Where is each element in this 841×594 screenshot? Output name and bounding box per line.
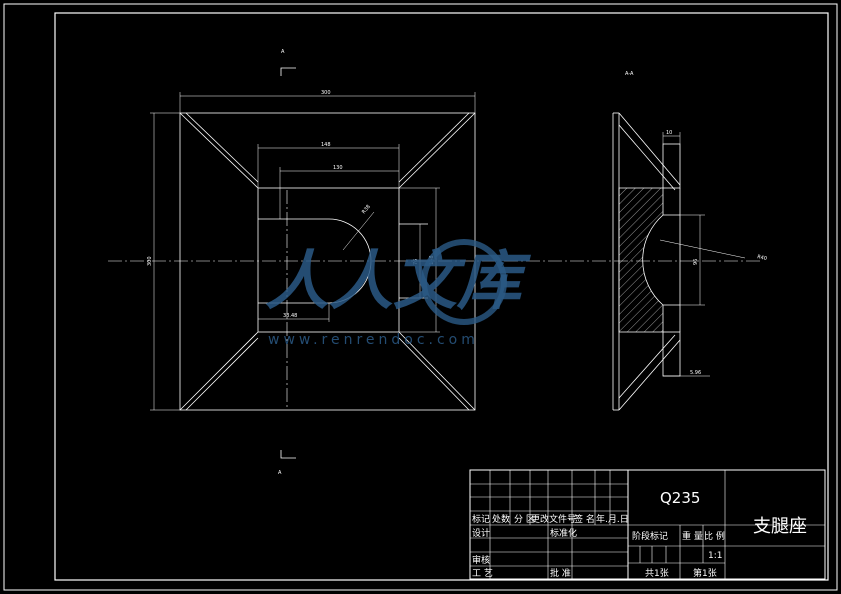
dim-radius: R38: [361, 204, 372, 215]
plan-view: [108, 67, 760, 459]
tb-row-label-0: 标记: [472, 513, 490, 525]
part-name: 支腿座: [753, 516, 807, 537]
watermark: 人人文库 www.renrendoc.com: [265, 239, 532, 348]
tb-sheet-no: 第1张: [693, 567, 717, 579]
section-view: [612, 112, 746, 411]
tb-design-label: 设计: [472, 527, 490, 539]
watermark-brand: 人人文库: [265, 245, 532, 319]
dim-section-height: 96: [693, 259, 699, 265]
dim-section-top: 10: [666, 130, 672, 136]
tb-row-label-3: 更改文件号: [531, 513, 576, 525]
watermark-url: www.renrendoc.com: [268, 332, 479, 348]
tb-row-label-5: 年.月.日: [596, 513, 629, 525]
tb-row-label-2: 分 区: [514, 514, 535, 525]
tb-weight-label: 重 量: [682, 530, 703, 542]
tb-row-label-1: 处数: [492, 513, 510, 525]
outer-plate: [179, 112, 476, 411]
dim-overall-height: 300: [147, 256, 153, 266]
tb-process-label: 工 艺: [472, 568, 493, 579]
tb-scale-value: 1:1: [708, 551, 722, 561]
section-mark-top: A: [281, 49, 285, 55]
dim-section-thickness: 5.96: [690, 370, 701, 376]
dim-overall-width: 300: [321, 90, 331, 96]
tb-scale-label: 比 例: [704, 530, 725, 542]
tb-approve-label: 批 准: [550, 567, 571, 579]
section-view-title: A-A: [625, 71, 634, 77]
material-label: Q235: [660, 489, 700, 507]
tb-stage-label: 阶段标记: [632, 530, 668, 542]
dim-slot-height: 76: [413, 259, 419, 265]
watermark-circle: [421, 239, 507, 325]
hatched-section: [618, 187, 664, 333]
tb-total-sheets: 共1张: [645, 568, 669, 579]
tb-review-label: 审核: [472, 554, 490, 566]
dim-inner-width: 148: [321, 142, 331, 148]
dim-half-slot: 38.48: [283, 313, 297, 319]
inner-border: [54, 12, 829, 581]
title-block: [469, 469, 826, 580]
dim-slot-width: 130: [333, 165, 343, 171]
outer-border: [3, 3, 838, 591]
inner-opening: [257, 187, 400, 333]
tb-row-label-4: 签 名: [574, 513, 595, 525]
tb-standardize-label: 标准化: [550, 527, 577, 539]
section-mark-bottom: A: [278, 470, 282, 476]
u-slot: [258, 218, 372, 304]
dim-section-radius: R40: [757, 254, 768, 262]
